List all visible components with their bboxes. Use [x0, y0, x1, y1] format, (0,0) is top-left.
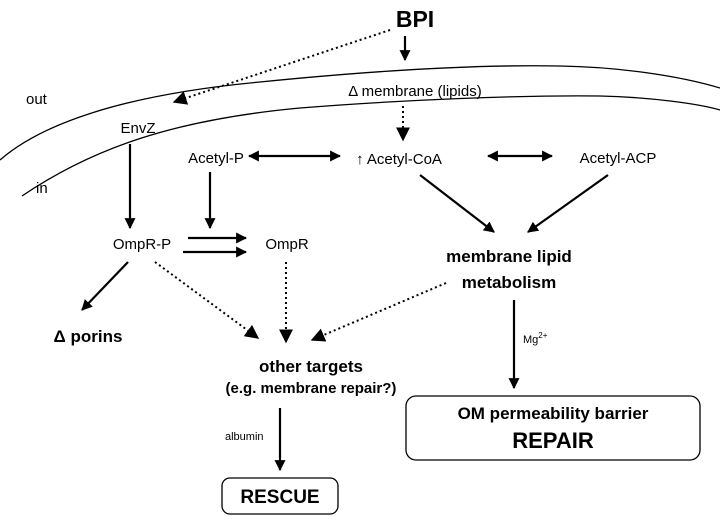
- rescue-label: RESCUE: [240, 487, 319, 508]
- bpi-label: BPI: [396, 6, 434, 32]
- inner-membrane-line: [21, 95, 720, 197]
- in-label: in: [36, 180, 48, 197]
- other-targets-label: other targets: [259, 357, 363, 376]
- porins-label: Δ porins: [54, 327, 123, 346]
- acetyl-acp-label: Acetyl-ACP: [580, 150, 657, 167]
- repair-label: REPAIR: [512, 428, 594, 453]
- other-targets-example-label: (e.g. membrane repair?): [226, 380, 397, 397]
- arrow-acetyl-coa-to-lipid-metabolism: [419, 174, 495, 233]
- acetyl-coa-label: ↑ Acetyl-CoA: [356, 151, 442, 168]
- mg-label: Mg2+: [523, 331, 548, 346]
- arrow-ompr-p-to-porins: [81, 261, 129, 311]
- acetyl-p-label: Acetyl-P: [188, 150, 244, 167]
- dotted-arrow-ompr-p-to-targets: [154, 261, 260, 339]
- rescue-box: [221, 477, 339, 515]
- om-permeability-label: OM permeability barrier: [458, 404, 649, 423]
- membrane-lipid-label: membrane lipid: [446, 247, 572, 266]
- arrow-acetyl-acp-to-lipid-metabolism: [527, 174, 609, 233]
- outer-membrane-line: [0, 65, 720, 161]
- envz-label: EnvZ: [120, 120, 155, 137]
- ompr-p-label: OmpR-P: [113, 236, 171, 253]
- metabolism-label: metabolism: [462, 273, 556, 292]
- barrier-repair-box: [405, 395, 701, 461]
- ompr-label: OmpR: [265, 236, 309, 253]
- albumin-label: albumin: [225, 431, 264, 443]
- dotted-arrow-lipid-metabolism-to-targets: [310, 282, 447, 342]
- out-label: out: [26, 91, 48, 108]
- membrane-lipids-label: Δ membrane (lipids): [348, 83, 481, 100]
